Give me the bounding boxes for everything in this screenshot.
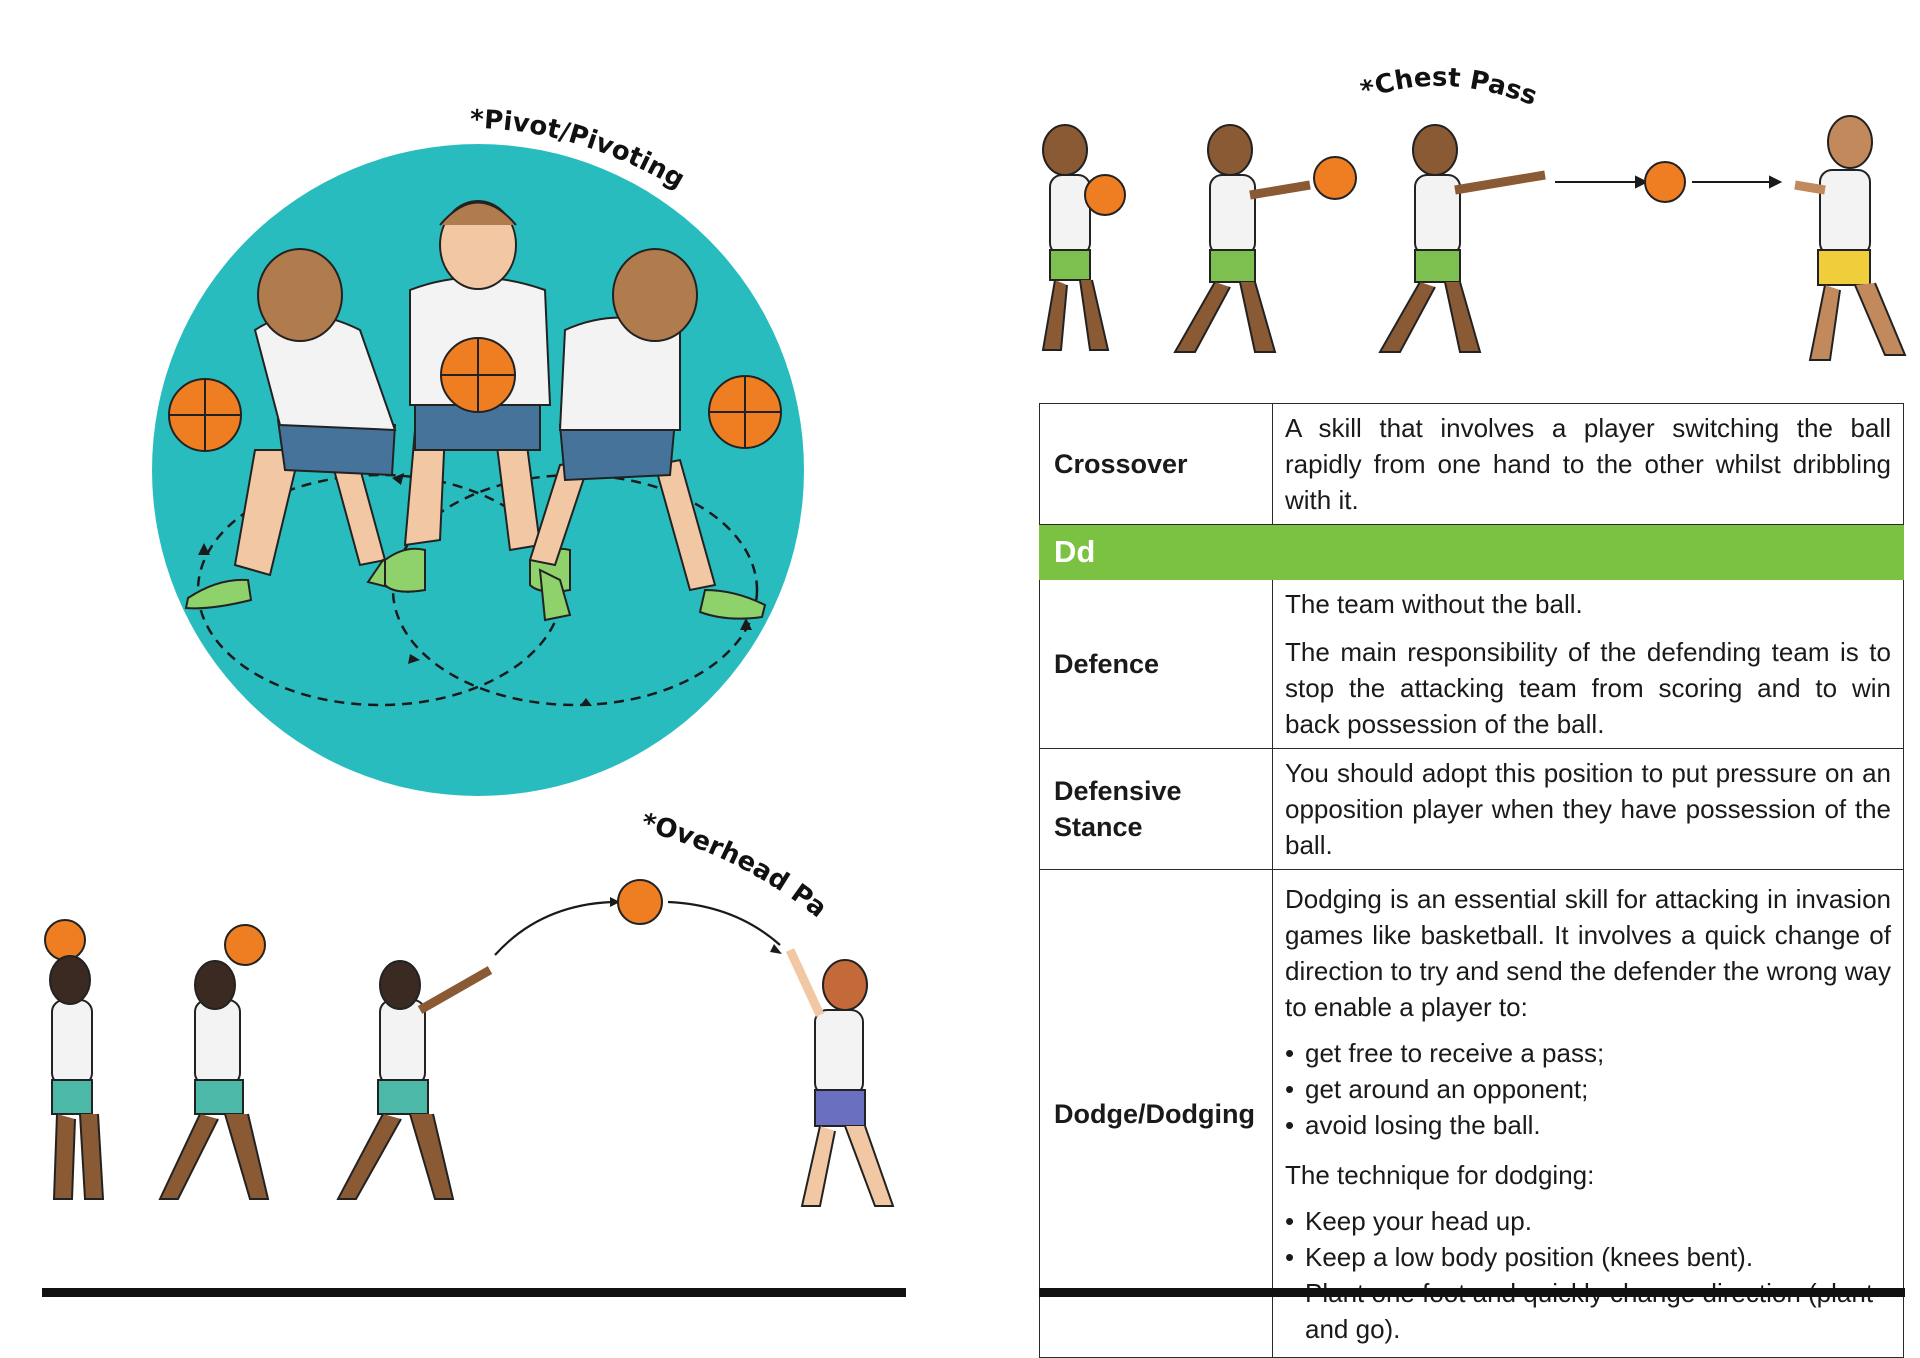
pivot-illustration: *Pivot/Pivoting	[152, 105, 804, 796]
footer-rule-left	[42, 1288, 906, 1297]
chest-pass-illustration: *Chest Pass	[1041, 63, 1907, 361]
player-figure	[158, 924, 270, 1200]
overhead-caption: *Overhead Pass	[30, 800, 832, 924]
footer-rule-right	[1039, 1288, 1905, 1297]
list-item: Keep your head up.	[1285, 1203, 1891, 1239]
basketball	[617, 879, 663, 925]
glossary-row: Dodge/Dodging Dodging is an essential sk…	[1039, 869, 1904, 1358]
list-item: Keep a low body position (knees bent).	[1285, 1239, 1891, 1275]
player-figure	[1173, 124, 1357, 353]
player-figure	[44, 919, 105, 1200]
glossary-definition: Dodging is an essential skill for attack…	[1272, 869, 1904, 1358]
glossary-definition: You should adopt this position to put pr…	[1272, 748, 1904, 870]
glossary-definition: The team without the ball. The main resp…	[1272, 579, 1904, 749]
player-figure	[1794, 115, 1907, 361]
technique-heading: The technique for dodging:	[1285, 1159, 1595, 1190]
player-figure	[528, 248, 782, 622]
glossary-row: Defensive Stance You should adopt this p…	[1039, 748, 1904, 870]
player-figure	[1041, 124, 1126, 351]
overhead-pass-illustration: *Overhead Pass	[30, 800, 895, 1207]
glossary-term: Crossover	[1039, 403, 1273, 525]
player-figure	[168, 248, 415, 610]
chest-caption: *Chest Pass	[1357, 63, 1541, 112]
player-figure	[336, 960, 493, 1200]
dodge-technique-list: Keep your head up. Keep a low body posit…	[1285, 1203, 1891, 1347]
glossary-term: Dodge/Dodging	[1039, 869, 1273, 1358]
section-letter: Dd	[1039, 524, 1904, 580]
glossary-row: Defence The team without the ball. The m…	[1039, 579, 1904, 749]
list-item: Plant one foot and quickly change direct…	[1285, 1275, 1891, 1347]
list-item: get around an opponent;	[1285, 1071, 1891, 1107]
glossary-definition: A skill that involves a player switching…	[1272, 403, 1904, 525]
list-item: avoid losing the ball.	[1285, 1107, 1891, 1143]
section-header-row: Dd	[1039, 524, 1904, 580]
player-figure	[384, 200, 571, 593]
glossary-row: Crossover A skill that involves a player…	[1039, 403, 1904, 525]
glossary-table: Crossover A skill that involves a player…	[1039, 403, 1904, 1358]
list-item: get free to receive a pass;	[1285, 1035, 1891, 1071]
player-figure	[785, 948, 895, 1207]
glossary-term: Defence	[1039, 579, 1273, 749]
glossary-term: Defensive Stance	[1039, 748, 1273, 870]
player-figure	[1378, 124, 1546, 353]
basketball	[1644, 161, 1686, 203]
dodge-purpose-list: get free to receive a pass; get around a…	[1285, 1035, 1891, 1143]
